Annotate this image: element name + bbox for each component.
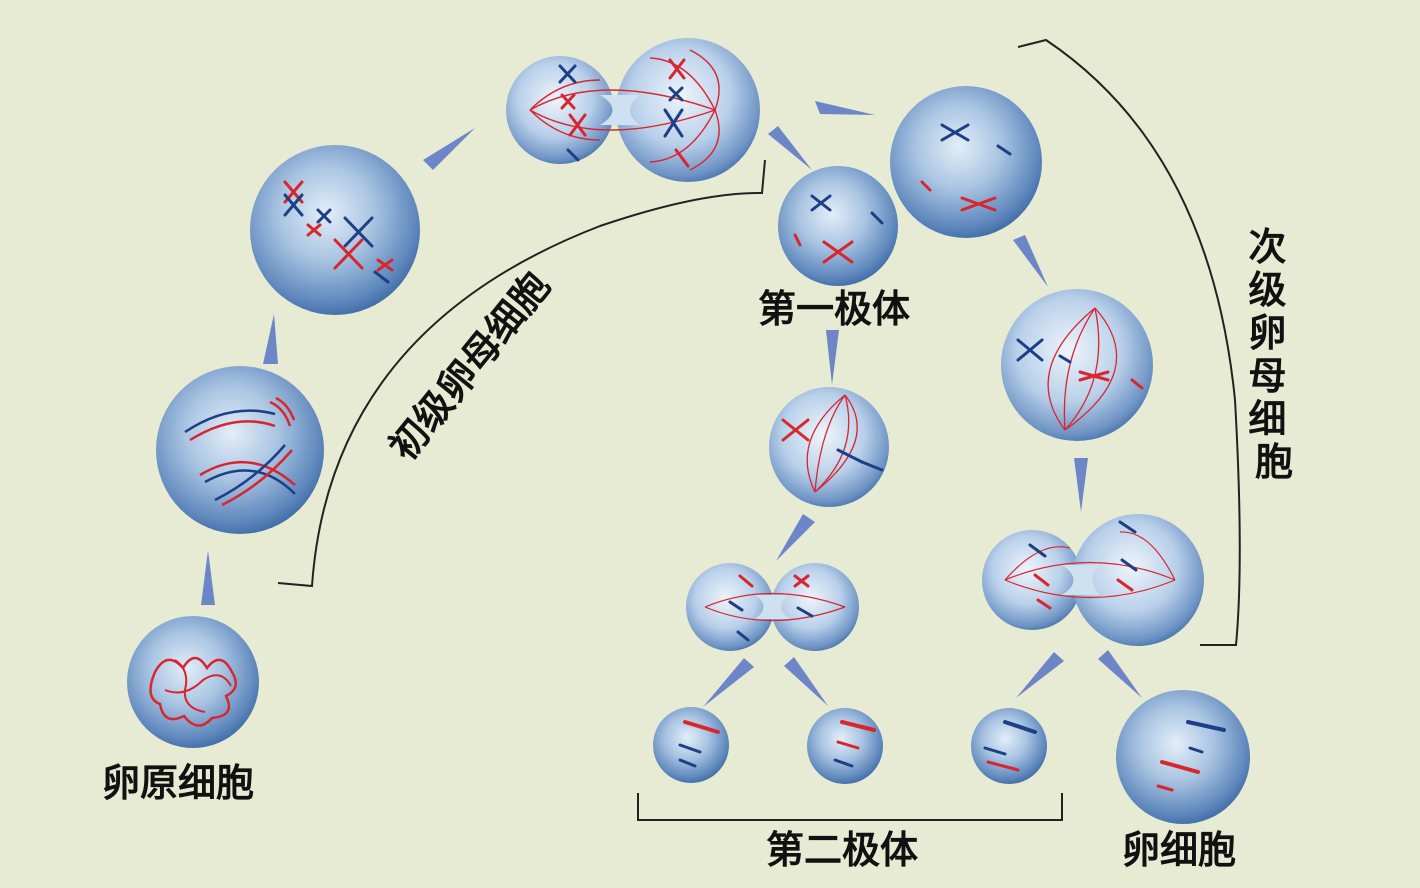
cell-sphere-icon <box>156 366 324 534</box>
cell-sphere-icon <box>653 707 729 783</box>
label-secondary-oocyte: 次 级 卵 母 细 胞 <box>1248 225 1299 484</box>
cell-sphere-icon <box>616 38 760 182</box>
primary-oocyte-dividing <box>506 38 760 182</box>
first-polar-body-dividing <box>686 563 859 651</box>
ovum-cell <box>1116 690 1250 824</box>
label-secondary-oocyte-char: 细 <box>1248 397 1286 441</box>
secondary-oocyte-dividing <box>982 514 1204 646</box>
oogonium-cell <box>127 616 259 748</box>
cell-sphere-icon <box>250 145 420 315</box>
cell-sphere-icon <box>1072 514 1204 646</box>
second-polar-body-1 <box>653 707 729 783</box>
label-secondary-oocyte-char: 胞 <box>1255 440 1293 484</box>
cell-sphere-icon <box>686 563 774 651</box>
label-secondary-oocyte-char: 次 <box>1248 225 1286 269</box>
secondary-oocyte-bracket <box>1017 38 1241 646</box>
cell-sphere-icon <box>778 166 898 286</box>
label-second-polar-body: 第二极体 <box>766 828 918 872</box>
cell-sphere-icon <box>506 56 614 164</box>
triangle-arrow-icon <box>201 550 215 605</box>
secondary-oocyte-cell <box>890 86 1042 238</box>
triangle-arrow-icon <box>776 514 815 561</box>
triangle-arrow-icon <box>1098 650 1142 698</box>
second-polar-body-3 <box>971 708 1047 784</box>
primary-oocyte-metaphase <box>250 145 420 315</box>
primary-oocyte-prophase <box>156 366 324 534</box>
first-polar-body-cell <box>778 166 898 286</box>
label-ovum: 卵细胞 <box>1122 828 1236 872</box>
arrows <box>201 101 1142 707</box>
triangle-arrow-icon <box>1013 235 1048 287</box>
cell-sphere-icon <box>890 86 1042 238</box>
second-polar-body-bracket <box>637 793 1063 821</box>
cell-sphere-icon <box>982 530 1082 630</box>
first-polar-body-metaphase <box>769 387 889 507</box>
triangle-arrow-icon <box>703 658 754 707</box>
triangle-arrow-icon <box>263 314 278 364</box>
triangle-arrow-icon <box>815 101 875 115</box>
triangle-arrow-icon <box>1016 652 1064 698</box>
cell-sphere-icon <box>1001 289 1153 441</box>
label-secondary-oocyte-char: 卵 <box>1248 311 1286 355</box>
label-secondary-oocyte-char: 母 <box>1248 354 1286 398</box>
cell-sphere-icon <box>127 616 259 748</box>
triangle-arrow-icon <box>423 128 475 170</box>
cell-sphere-icon <box>771 563 859 651</box>
triangle-arrow-icon <box>768 126 812 170</box>
label-secondary-oocyte-char: 级 <box>1248 268 1286 312</box>
label-oogonium: 卵原细胞 <box>102 761 254 805</box>
cell-sphere-icon <box>807 708 883 784</box>
primary-oocyte-bracket <box>277 159 766 588</box>
secondary-oocyte-metaphase <box>1001 289 1153 441</box>
triangle-arrow-icon <box>784 657 828 706</box>
triangle-arrow-icon <box>826 330 839 385</box>
cell-sphere-icon <box>769 387 889 507</box>
cell-sphere-icon <box>1116 690 1250 824</box>
second-polar-body-2 <box>807 708 883 784</box>
cell-sphere-icon <box>971 708 1047 784</box>
triangle-arrow-icon <box>1074 458 1088 512</box>
label-first-polar-body: 第一极体 <box>758 287 910 331</box>
